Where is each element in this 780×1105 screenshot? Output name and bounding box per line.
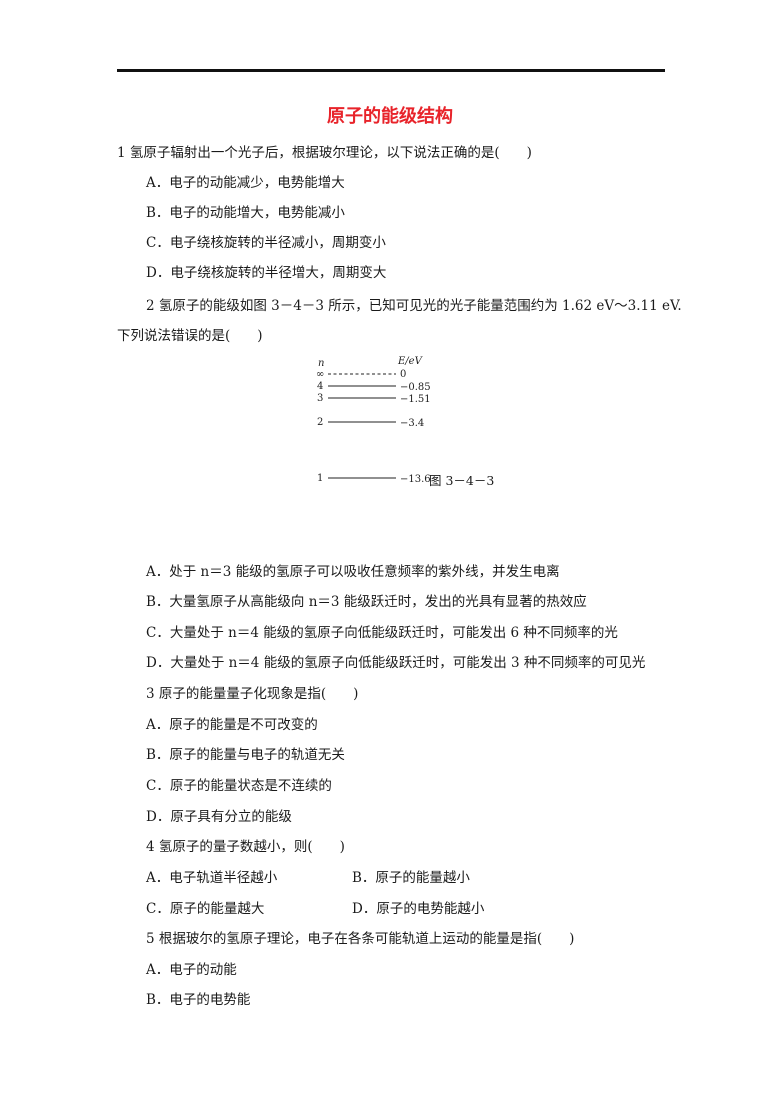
- question-3-option-b: B．原子的能量与电子的轨道无关: [146, 747, 345, 763]
- level-2-energy: −3.4: [400, 418, 424, 429]
- level-4-n: 4: [317, 381, 323, 392]
- question-2-option-d: D．大量处于 n＝4 能级的氢原子向低能级跃迁时，可能发出 3 种不同频率的可见…: [146, 655, 646, 671]
- question-4-option-a: A．电子轨道半径越小: [146, 870, 278, 886]
- question-2-option-a: A．处于 n＝3 能级的氢原子可以吸收任意频率的紫外线，并发生电离: [146, 564, 560, 580]
- question-2-option-c: C．大量处于 n＝4 能级的氢原子向低能级跃迁时，可能发出 6 种不同频率的光: [146, 625, 618, 641]
- page-title: 原子的能级结构: [327, 106, 453, 127]
- level-1-energy: −13.6: [400, 474, 431, 485]
- top-rule: [117, 69, 665, 72]
- question-2-option-b: B．大量氢原子从高能级向 n＝3 能级跃迁时，发出的光具有显著的热效应: [146, 594, 587, 610]
- level-2-n: 2: [317, 417, 323, 428]
- question-5-option-b: B．电子的电势能: [146, 992, 251, 1008]
- question-4-option-b: B．原子的能量越小: [352, 870, 470, 886]
- question-5-stem: 5 根据玻尔的氢原子理论，电子在各条可能轨道上运动的能量是指( ): [146, 931, 575, 947]
- question-1-option-d: D．电子绕核旋转的半径增大，周期变大: [146, 265, 387, 281]
- level-inf-energy: 0: [400, 369, 406, 380]
- question-1-stem: 1 氢原子辐射出一个光子后，根据玻尔理论，以下说法正确的是( ): [117, 145, 532, 161]
- question-2-stem-line2: 下列说法错误的是( ): [117, 328, 263, 344]
- question-4-stem: 4 氢原子的量子数越小，则( ): [146, 839, 345, 855]
- question-3-stem: 3 原子的能量量子化现象是指( ): [146, 686, 359, 702]
- question-2-stem-line1: 2 氢原子的能级如图 3－4－3 所示，已知可见光的光子能量范围约为 1.62 …: [146, 298, 682, 314]
- question-1-option-b: B．电子的动能增大，电势能减小: [146, 205, 345, 221]
- energy-level-diagram: n E/eV ∞ 0 4 −0.85 3 −1.51 2 −3.4 1 −13.…: [316, 356, 431, 485]
- question-4-option-d: D．原子的电势能越小: [352, 901, 485, 917]
- level-3-n: 3: [317, 393, 323, 404]
- question-1-option-a: A．电子的动能减少，电势能增大: [146, 175, 345, 191]
- question-3-option-c: C．原子的能量状态是不连续的: [146, 778, 332, 794]
- n-axis-label: n: [318, 358, 324, 369]
- level-4-energy: −0.85: [400, 382, 431, 393]
- level-inf-n: ∞: [316, 369, 324, 380]
- energy-axis-label: E/eV: [397, 356, 424, 367]
- level-3-energy: −1.51: [400, 394, 431, 405]
- question-1-option-c: C．电子绕核旋转的半径减小，周期变小: [146, 235, 386, 251]
- level-1-n: 1: [317, 473, 323, 484]
- figure-caption: 图 3－4－3: [429, 473, 495, 488]
- question-5-option-a: A．电子的动能: [146, 962, 237, 978]
- question-3-option-d: D．原子具有分立的能级: [146, 809, 292, 825]
- question-3-option-a: A．原子的能量是不可改变的: [146, 717, 318, 733]
- question-4-option-c: C．原子的能量越大: [146, 901, 265, 917]
